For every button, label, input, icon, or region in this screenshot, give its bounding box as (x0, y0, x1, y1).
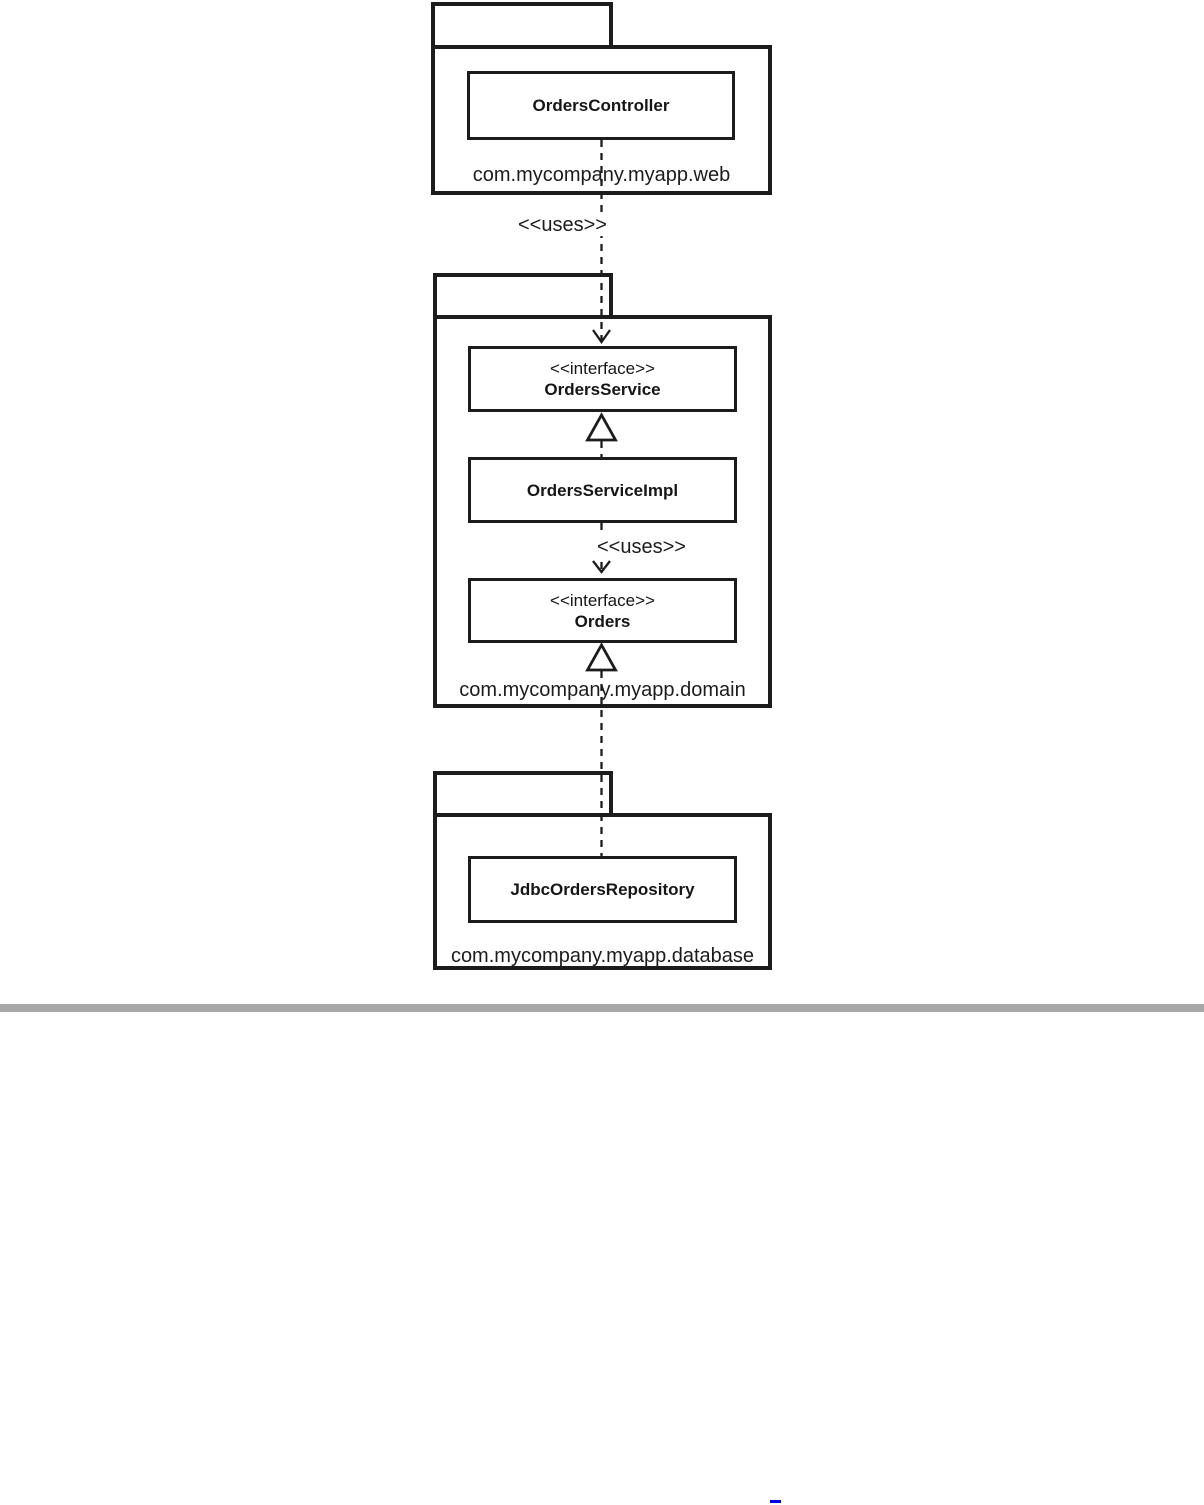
package-domain-label: com.mycompany.myapp.domain (459, 679, 746, 701)
class-orders-stereotype: <<interface>> (550, 590, 655, 610)
class-orders-service: <<interface>> OrdersService (468, 346, 737, 412)
package-domain-tab (433, 273, 613, 315)
package-web-tab (431, 2, 613, 45)
package-web: OrdersController com.mycompany.myapp.web (431, 2, 772, 195)
package-database: JdbcOrdersRepository com.mycompany.myapp… (433, 771, 772, 970)
class-jdbc-orders-repository: JdbcOrdersRepository (468, 856, 737, 923)
class-orders: <<interface>> Orders (468, 578, 737, 643)
package-database-label: com.mycompany.myapp.database (450, 945, 755, 967)
class-orders-controller: OrdersController (467, 71, 735, 140)
footnote-link[interactable] (770, 1500, 781, 1503)
package-domain: <<interface>> OrdersService OrdersServic… (433, 273, 772, 708)
class-orders-service-impl: OrdersServiceImpl (468, 457, 737, 523)
class-orders-service-stereotype: <<interface>> (550, 359, 655, 378)
uses-label-web-to-service: <<uses>> (517, 214, 608, 236)
class-orders-service-name: OrdersService (544, 380, 661, 399)
uses-label-impl-to-orders: <<uses>> (596, 536, 687, 558)
class-orders-name: Orders (574, 611, 631, 631)
class-orders-service-impl-name: OrdersServiceImpl (526, 480, 679, 500)
class-jdbc-orders-repository-name: JdbcOrdersRepository (510, 880, 695, 899)
section-divider (0, 1004, 1204, 1012)
package-web-label: com.mycompany.myapp.web (472, 164, 731, 186)
package-database-tab (433, 771, 613, 813)
class-orders-controller-name: OrdersController (532, 96, 670, 115)
